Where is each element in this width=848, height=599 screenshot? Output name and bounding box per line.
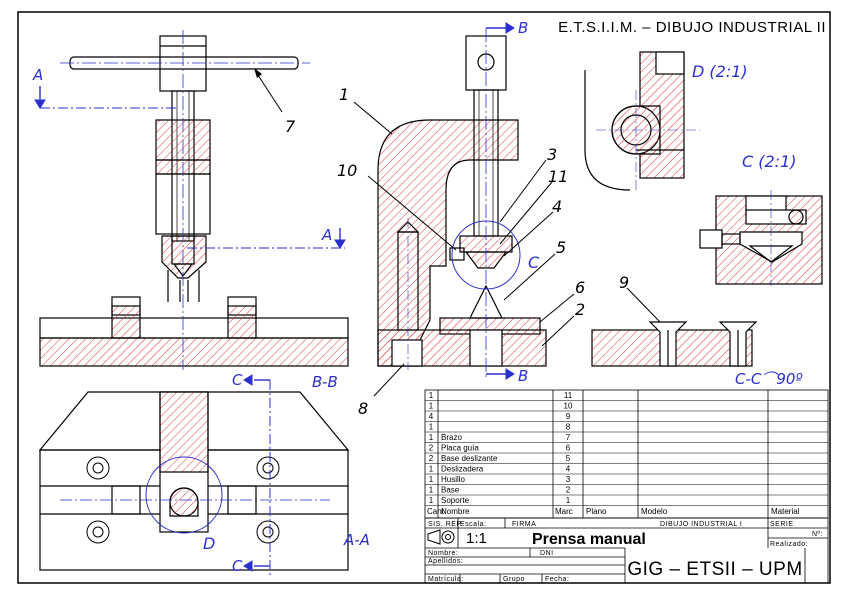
parts-row-cant: 1 [429,475,434,484]
parts-row-cant: 1 [429,496,434,505]
top-view-screws [86,456,280,544]
tb-fecha: Fecha: [545,576,569,583]
detail-d-view [584,51,685,191]
parts-row-cant: 4 [429,412,434,421]
callout-10: 10 [337,161,357,180]
parts-row-nombre: Base [441,486,460,495]
parts-row-marc: 1 [566,496,571,505]
parts-row-marc: 11 [564,391,573,400]
tb-matricula: Matrícula: [428,576,464,583]
bb-view-label: B-B [312,373,338,391]
tb-dni: DNI [540,550,554,557]
section-c-line [243,374,271,575]
parts-row-cant: 2 [429,444,434,453]
callout-8: 8 [358,399,368,418]
tb-realizado: Realizado: [770,541,808,548]
callout-4: 4 [552,197,562,216]
parts-row-marc: 3 [566,475,571,484]
tb-serie: SERIE [770,521,794,528]
tb-escala-value: 1:1 [466,530,487,547]
parts-row-cant: 1 [429,433,434,442]
tb-grupo: Grupo [503,576,525,583]
parts-row-marc: 7 [566,433,571,442]
section-a-label-right: A [321,226,332,244]
section-cc-view [591,321,758,367]
parts-row-marc: 9 [566,412,571,421]
callout-6: 6 [575,278,585,297]
parts-row-nombre: Base deslizante [441,454,498,463]
section-b-line [486,22,515,380]
detail-c-circle-label: C [528,253,540,272]
detail-c-title: C (2:1) [742,152,797,171]
parts-header-nombre: Nombre [441,507,470,516]
parts-row-marc: 2 [566,486,571,495]
section-c-label-top: C [232,371,243,389]
parts-row-cant: 1 [429,391,434,400]
parts-row-marc: 8 [566,423,571,432]
parts-row-cant: 2 [429,454,434,463]
parts-row-cant: 1 [429,465,434,474]
detail-c-circle [451,220,521,290]
parts-row-nombre: Soporte [441,496,470,505]
tb-no: Nº: [812,531,823,538]
parts-row-nombre: Deslizadera [441,465,484,474]
top-view [38,391,350,571]
parts-row-marc: 10 [564,402,573,411]
section-a-label-left: A [32,66,43,84]
tb-apellidos: Apellidos: [428,558,463,565]
parts-row-cant: 1 [429,423,434,432]
parts-row-marc: 5 [566,454,571,463]
detail-d-label: D [203,534,215,553]
parts-header-cant: Cant [427,507,445,516]
callout-9: 9 [619,273,629,292]
section-c-label-bottom: C [232,557,243,575]
tb-school: GIG – ETSII – UPM [627,559,802,580]
detail-c-view [699,195,823,285]
tb-title: Prensa manual [532,531,646,548]
projection-symbol [427,529,455,545]
callout-leaders [353,101,661,397]
front-view [39,35,349,367]
parts-header-marc: Marc [555,507,573,516]
parts-row-marc: 4 [566,465,571,474]
callout-11: 11 [548,167,568,186]
tb-nombre: Nombre: [428,550,458,557]
section-a-line [34,86,346,249]
detail-d-circle [145,456,223,534]
callout-7: 7 [285,117,296,136]
tb-sis-rep: SIS. REP. [428,521,463,528]
callout-2: 2 [575,300,585,319]
aa-view-label: A-A [343,531,370,549]
tb-firma: FIRMA [512,521,536,528]
section-b-label-top: B [518,19,528,37]
parts-row-nombre: Husillo [441,475,466,484]
detail-d-title: D (2:1) [692,62,748,81]
side-section-view [377,35,547,367]
sheet-frame [17,11,831,584]
parts-row-nombre: Placa guía [441,444,479,453]
callout-5: 5 [556,238,566,257]
sheet-header-title: E.T.S.I.I.M. – DIBUJO INDUSTRIAL II [558,19,826,36]
parts-header-material: Material [771,507,800,516]
parts-row-cant: 1 [429,402,434,411]
cc-view-label: C-C⌒90º [735,370,803,388]
callout-1: 1 [339,85,349,104]
callout-7-leader [255,71,283,113]
title-block [424,517,829,584]
section-b-label-bottom: B [518,367,528,385]
tb-course: DIBUJO INDUSTRIAL I [660,521,742,528]
parts-row-nombre: Brazo [441,433,462,442]
tb-escala-label: Escala: [460,521,486,528]
parts-row-marc: 6 [566,444,571,453]
callout-3: 3 [547,145,557,164]
parts-header-plano: Plano [586,507,607,516]
parts-header-modelo: Modelo [641,507,668,516]
parts-row-cant: 1 [429,486,434,495]
